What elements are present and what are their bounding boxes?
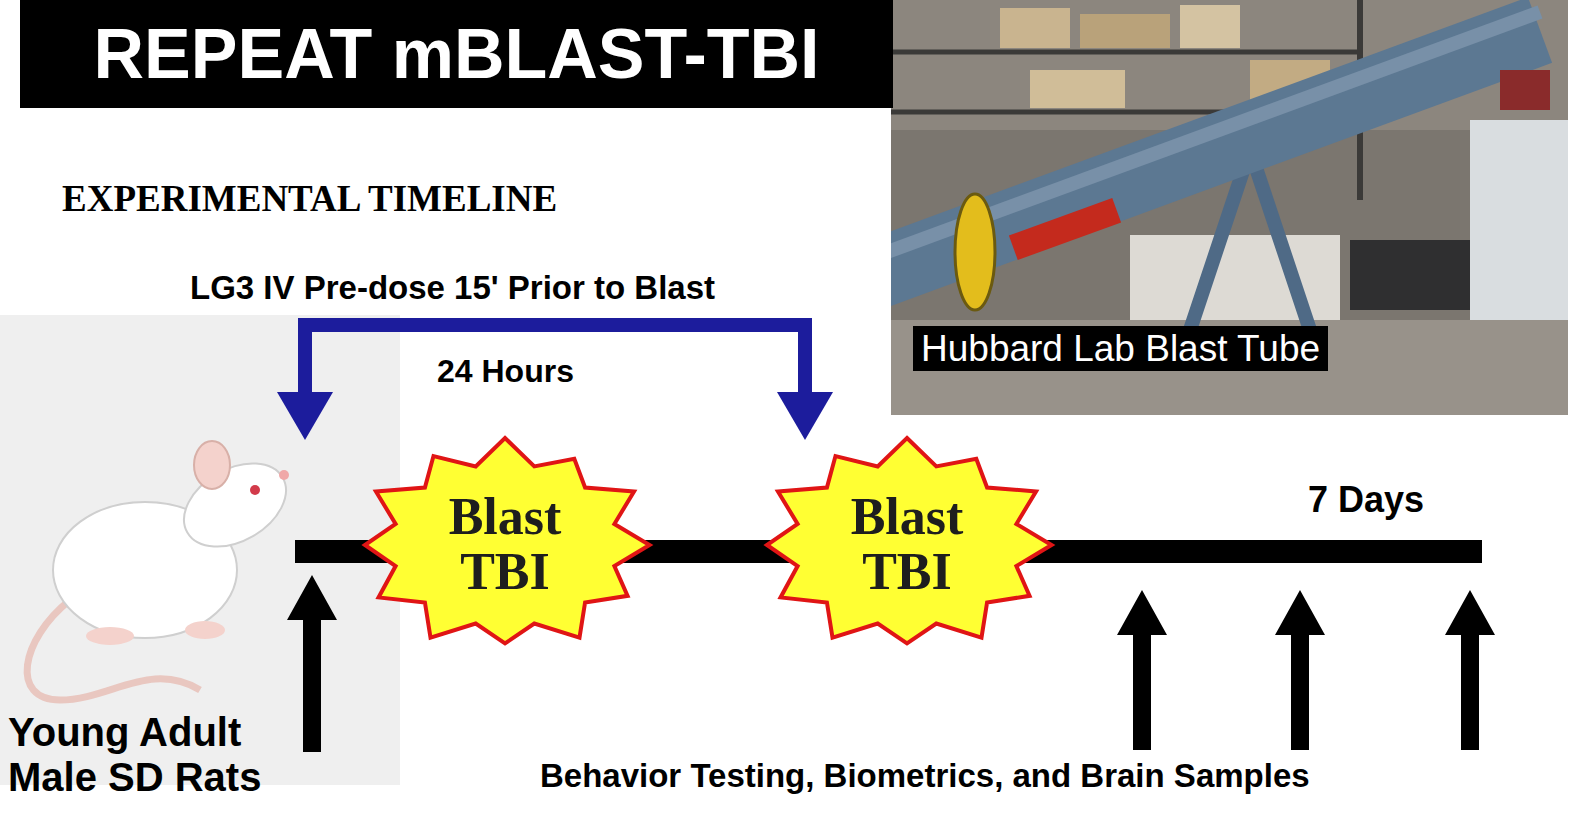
blast-tube-photo <box>891 0 1568 415</box>
bracket-arrowhead <box>777 392 833 440</box>
shelf-box <box>1030 70 1125 108</box>
bracket-line <box>305 325 805 395</box>
start-arrow <box>287 575 337 752</box>
burst-text: Blast TBI <box>425 490 585 599</box>
title-banner: REPEAT mBLAST-TBI <box>20 0 893 108</box>
photo-caption: Hubbard Lab Blast Tube <box>913 326 1328 371</box>
rat-foot <box>86 627 134 645</box>
shelf-rail <box>891 50 1360 55</box>
floor-case <box>1350 240 1470 310</box>
red-actuator <box>1009 198 1121 260</box>
burst-shape <box>767 438 1052 643</box>
sample-arrow <box>1117 590 1167 750</box>
blast-burst: Blast TBI <box>754 434 1060 656</box>
bracket-arrowhead <box>277 392 333 440</box>
shelf-box <box>1000 8 1070 48</box>
dose-note: LG3 IV Pre-dose 15' Prior to Blast <box>190 270 715 307</box>
floor <box>891 320 1568 415</box>
blast-burst: Blast TBI <box>352 434 658 656</box>
rat-nose <box>279 470 289 480</box>
rat-foot <box>185 621 225 639</box>
outcome-label: Behavior Testing, Biometrics, and Brain … <box>540 758 1310 795</box>
burst-text: Blast TBI <box>827 490 987 599</box>
gauge-box <box>1500 70 1550 110</box>
duration-label: 7 Days <box>1308 480 1424 520</box>
rat-ear <box>194 441 230 489</box>
interval-label: 24 Hours <box>437 354 574 390</box>
dose-bracket <box>277 325 833 440</box>
title-text: REPEAT mBLAST-TBI <box>94 14 820 94</box>
burst-shape <box>365 438 650 643</box>
section-heading: EXPERIMENTAL TIMELINE <box>62 178 557 219</box>
subject-label: Young Adult Male SD Rats <box>8 710 298 800</box>
shelf-box <box>1080 14 1170 48</box>
sample-arrow <box>1275 590 1325 750</box>
sample-arrow <box>1445 590 1495 750</box>
shelf-box <box>1180 5 1240 48</box>
rat-eye <box>250 485 260 495</box>
tube-flange <box>955 194 995 310</box>
rat-head <box>169 446 300 563</box>
